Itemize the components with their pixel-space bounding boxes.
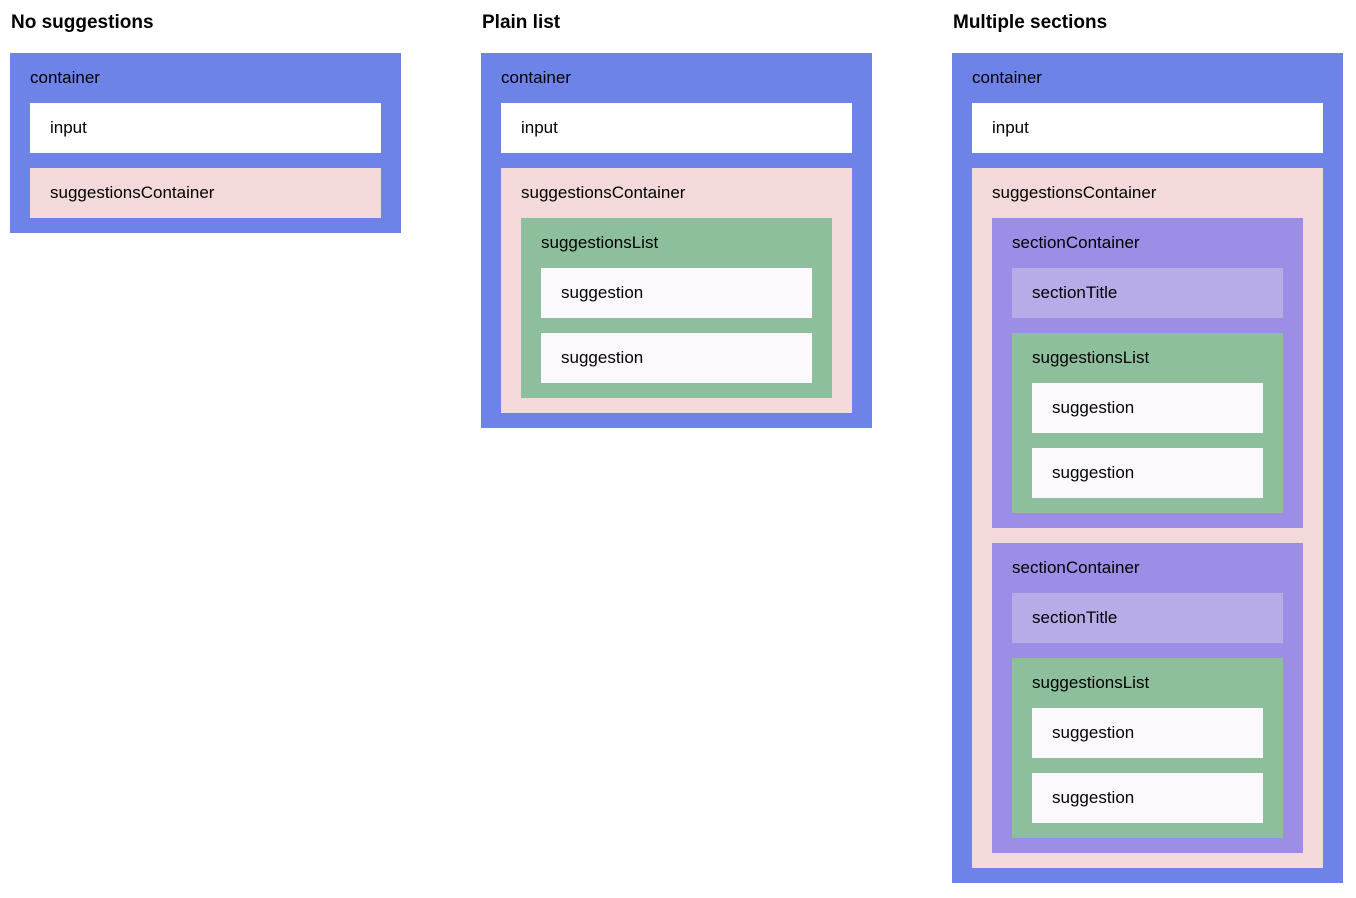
suggestions-container-label: suggestionsContainer — [50, 183, 215, 202]
example-multiple-sections: Multiple sections container input sugges… — [952, 12, 1343, 883]
suggestion-box: suggestion — [1032, 708, 1263, 758]
suggestion-label: suggestion — [1052, 463, 1135, 482]
section-container-label: sectionContainer — [1012, 558, 1140, 577]
suggestions-list-box: suggestionsList suggestion suggestion — [1012, 333, 1283, 513]
section-title-label: sectionTitle — [1032, 608, 1118, 627]
section-title-box: sectionTitle — [1012, 593, 1283, 643]
suggestions-list-label: suggestionsList — [1032, 673, 1150, 692]
suggestion-label: suggestion — [1052, 398, 1135, 417]
container-label: container — [972, 68, 1042, 87]
suggestion-label: suggestion — [561, 348, 644, 367]
suggestion-box: suggestion — [1032, 448, 1263, 498]
suggestion-label: suggestion — [561, 283, 644, 302]
suggestion-box: suggestion — [541, 333, 812, 383]
suggestions-list-box: suggestionsList suggestion suggestion — [1012, 658, 1283, 838]
section-container-box: sectionContainer sectionTitle suggestion… — [992, 218, 1303, 528]
example-no-suggestions: No suggestions container input suggestio… — [10, 12, 401, 233]
input-box: input — [972, 103, 1323, 153]
container-box: container input suggestionsContainer sec… — [952, 53, 1343, 883]
container-box: container input suggestionsContainer — [10, 53, 401, 233]
input-label: input — [50, 118, 87, 137]
suggestions-list-label: suggestionsList — [1032, 348, 1150, 367]
suggestions-container-box: suggestionsContainer suggestionsList sug… — [501, 168, 852, 413]
input-label: input — [992, 118, 1029, 137]
suggestion-box: suggestion — [1032, 773, 1263, 823]
suggestion-label: suggestion — [1052, 723, 1135, 742]
example-heading: Multiple sections — [953, 12, 1108, 33]
example-heading: Plain list — [482, 12, 561, 33]
suggestions-container-box: suggestionsContainer — [30, 168, 381, 218]
section-container-box: sectionContainer sectionTitle suggestion… — [992, 543, 1303, 853]
section-container-label: sectionContainer — [1012, 233, 1140, 252]
suggestion-label: suggestion — [1052, 788, 1135, 807]
section-title-label: sectionTitle — [1032, 283, 1118, 302]
example-plain-list: Plain list container input suggestionsCo… — [481, 12, 872, 428]
suggestions-list-box: suggestionsList suggestion suggestion — [521, 218, 832, 398]
container-box: container input suggestionsContainer sug… — [481, 53, 872, 428]
input-box: input — [30, 103, 381, 153]
container-label: container — [501, 68, 571, 87]
input-box: input — [501, 103, 852, 153]
input-label: input — [521, 118, 558, 137]
suggestions-container-box: suggestionsContainer sectionContainer se… — [972, 168, 1323, 868]
suggestions-list-label: suggestionsList — [541, 233, 659, 252]
container-label: container — [30, 68, 100, 87]
suggestion-box: suggestion — [1032, 383, 1263, 433]
suggestions-container-label: suggestionsContainer — [992, 183, 1157, 202]
suggestion-box: suggestion — [541, 268, 812, 318]
example-heading: No suggestions — [11, 12, 154, 33]
section-title-box: sectionTitle — [1012, 268, 1283, 318]
suggestions-container-label: suggestionsContainer — [521, 183, 686, 202]
